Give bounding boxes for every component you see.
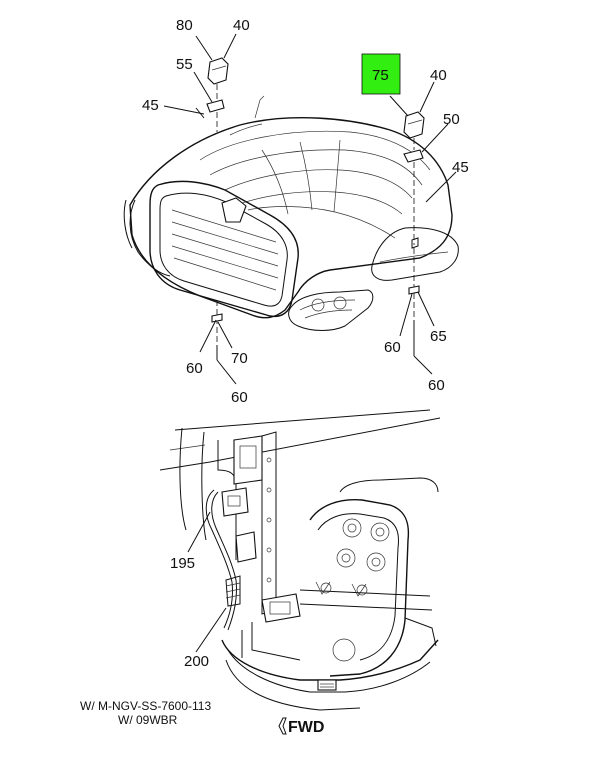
left-hinge-hardware — [199, 300, 237, 385]
callout-200: 200 — [184, 653, 209, 670]
left-mount-cap-part — [207, 57, 229, 85]
hood-assembly — [123, 95, 459, 331]
callout-55: 55 — [176, 56, 193, 73]
callout-195: 195 — [170, 555, 195, 572]
callout-70: 70 — [231, 350, 248, 367]
right-mount-cap-part — [403, 111, 425, 139]
callout-80: 80 — [176, 17, 193, 34]
left-mount-bracket-part — [206, 99, 225, 113]
frame-detail-assembly — [159, 409, 441, 711]
callout-40-left: 40 — [233, 17, 250, 34]
left-hood-mount — [163, 33, 237, 132]
fwd-indicator: FWD — [278, 717, 324, 736]
callout-65: 65 — [430, 328, 447, 345]
note-line-1: W/ M-NGV-SS-7600-113 — [80, 699, 211, 713]
callout-40-right: 40 — [430, 67, 447, 84]
arrow-left-outline-icon — [278, 717, 287, 735]
right-hinge-hardware — [399, 248, 435, 375]
highlight-box — [361, 53, 401, 95]
note-line-2: W/ 09WBR — [118, 713, 178, 727]
callout-60-b: 60 — [231, 389, 248, 406]
fwd-label: FWD — [288, 719, 324, 736]
right-mount-bracket-part — [403, 149, 424, 163]
callout-45-right: 45 — [452, 159, 469, 176]
callout-60-c: 60 — [384, 339, 401, 356]
callout-60-d: 60 — [428, 377, 445, 394]
right-hood-mount — [389, 81, 457, 249]
callout-60-a: 60 — [186, 360, 203, 377]
callout-75: 75 — [372, 67, 389, 84]
callout-50: 50 — [443, 111, 460, 128]
callout-45-left: 45 — [142, 97, 159, 114]
